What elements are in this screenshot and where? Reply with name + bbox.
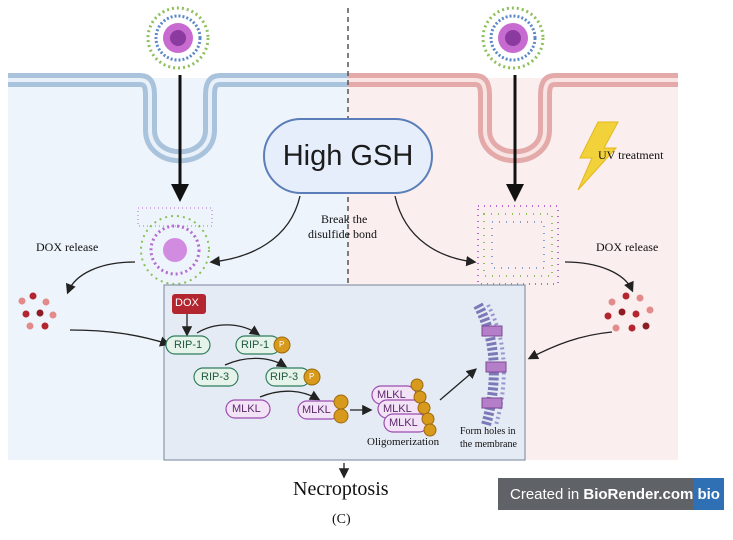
phospho-rip3 [303, 368, 321, 386]
dox-release-left-label: DOX release [36, 240, 99, 254]
oligomer-phospho-group [410, 378, 437, 437]
mlkl-oligomer-label-1: MLKL [377, 389, 406, 401]
rip3-pill [193, 367, 239, 387]
cluster-arrow-right [527, 331, 613, 360]
necroptosis-label: Necroptosis [293, 478, 389, 500]
rip1-phospho-label: RIP-1 [241, 339, 270, 351]
rip1-pill [165, 335, 211, 355]
disassembled-particle-right [477, 205, 559, 285]
phospho-rip3-label: P [309, 372, 315, 381]
dox-tag [172, 294, 206, 314]
disassembled-particle-left [137, 207, 213, 285]
mlkl-phospho-label: MLKL [302, 404, 331, 416]
phospho-rip1-label: P [279, 340, 285, 349]
badge-prefix: Created in [510, 485, 584, 503]
dox-release-arrow-left [65, 261, 136, 295]
holes-label-1: Form holes in [460, 426, 516, 437]
nanoparticle-right [481, 6, 545, 70]
biorender-logo-icon: bio [693, 478, 724, 510]
dox-release-right-label: DOX release [596, 240, 659, 254]
dox-cluster-right [604, 292, 654, 332]
break-label-2: disulfide bond [308, 227, 377, 241]
gsh-label: High GSH [263, 118, 433, 194]
break-label-1: Break the [321, 212, 368, 226]
mlkl-oligomer-label-2: MLKL [383, 403, 412, 415]
rip3-to-phospho-arrow [224, 357, 288, 368]
gsh-arrow-left [209, 195, 301, 267]
dox-tag-label: DOX [175, 297, 199, 309]
mlkl-to-phospho-arrow [259, 390, 321, 401]
to-membrane-arrow [439, 368, 477, 401]
mlkl-oligomer-label-3: MLKL [389, 417, 418, 429]
nanoparticle-left [146, 6, 210, 70]
mlkl-pill [225, 399, 271, 419]
phospho-rip1 [273, 336, 291, 354]
dox-cluster-left [18, 292, 57, 330]
uv-label: UV treatment [598, 148, 664, 162]
holes-label-2: the membrane [460, 439, 517, 450]
mlkl-label: MLKL [232, 403, 261, 415]
lightning-icon [577, 121, 619, 191]
panel-label: (C) [332, 512, 351, 527]
rip3-phospho-label: RIP-3 [270, 371, 299, 383]
dox-release-arrow-right [564, 261, 634, 293]
membrane-pore-icon [473, 302, 507, 427]
rip1-label: RIP-1 [174, 339, 203, 351]
oligomerization-label: Oligomerization [367, 436, 440, 448]
phospho-mlkl-2 [333, 408, 349, 424]
rip1-to-phospho-arrow [196, 324, 261, 336]
badge-brand: BioRender.com [583, 485, 694, 503]
badge-text: Created in BioRender.com [498, 486, 693, 503]
biorender-badge: Created in BioRender.com bio [498, 478, 724, 510]
rip3-label: RIP-3 [201, 371, 230, 383]
cluster-arrow-left [69, 329, 171, 347]
phospho-mlkl-1 [333, 394, 349, 410]
gsh-arrow-right [394, 195, 477, 267]
